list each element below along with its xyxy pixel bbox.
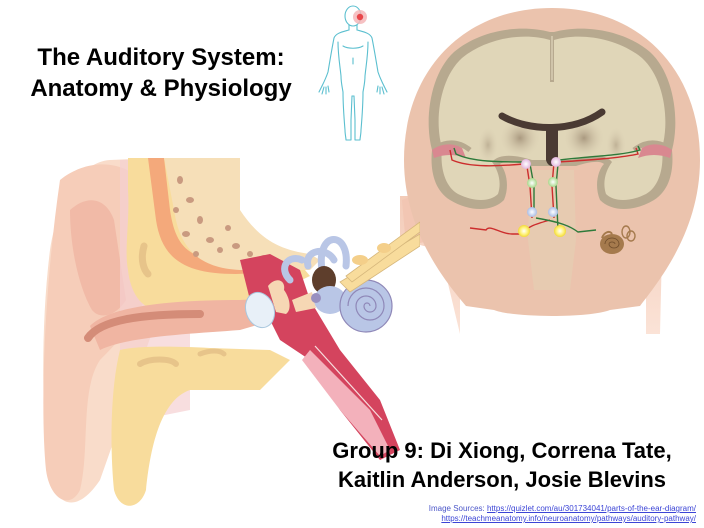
ear-anatomy-figure — [43, 158, 420, 506]
source-link-quizlet[interactable]: https://quizlet.com/au/301734041/parts-o… — [486, 504, 696, 513]
sources-label: Image Sources: — [428, 504, 487, 513]
human-body-figure — [318, 5, 388, 141]
cochlea-icon — [600, 225, 636, 254]
title-line-1: The Auditory System: — [37, 44, 285, 71]
authors-line-1: Group 9: Di Xiong, Correna Tate, — [332, 438, 672, 463]
sources-line-1: Image Sources: https://quizlet.com/au/30… — [429, 504, 696, 514]
image-sources: Image Sources: https://quizlet.com/au/30… — [429, 504, 696, 524]
group-authors: Group 9: Di Xiong, Correna Tate, Kaitlin… — [300, 436, 704, 494]
title-line-2: Anatomy & Physiology — [30, 75, 292, 102]
source-link-teachmeanatomy[interactable]: https://teachmeanatomy.info/neuroanatomy… — [441, 514, 696, 523]
sources-line-2: https://teachmeanatomy.info/neuroanatomy… — [429, 514, 696, 524]
brain-auditory-pathway-figure — [400, 8, 700, 334]
authors-line-2: Kaitlin Anderson, Josie Blevins — [337, 467, 667, 492]
slide-title: The Auditory System: Anatomy & Physiolog… — [6, 42, 316, 104]
